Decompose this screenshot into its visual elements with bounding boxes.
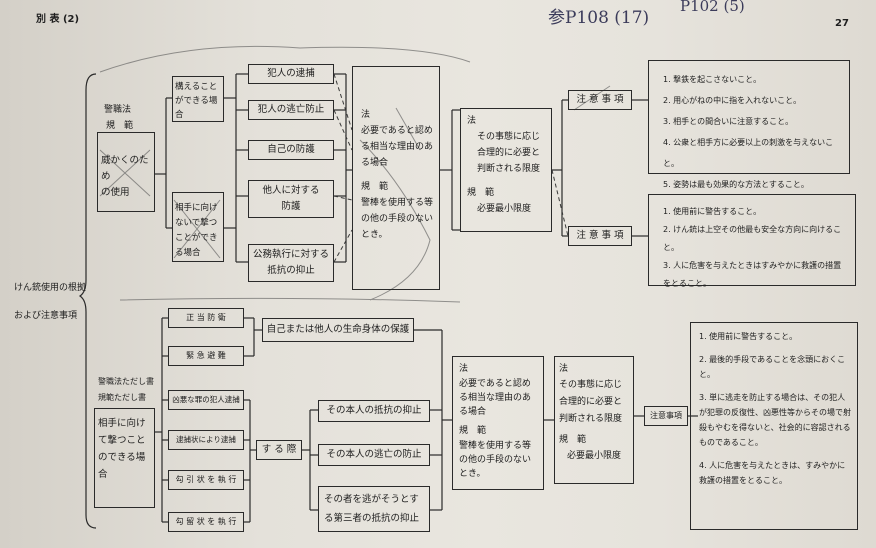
top-group-line2: 規 範 xyxy=(106,121,134,131)
bottom-note-label: 注意事項 xyxy=(644,406,688,426)
top-note2-item: 1. 使用前に警告すること。 xyxy=(663,207,762,216)
bottom-case-2: 緊 急 避 難 xyxy=(168,346,244,366)
root-label-1: けん銃使用の根拠 xyxy=(14,283,87,293)
bottom-case-4: 逮捕状により逮捕 xyxy=(168,430,244,450)
top-purpose-4: 他人に対する防護 xyxy=(248,180,334,218)
top-cond2-box: 相手に向けないで撃つことができる場合 xyxy=(172,192,224,262)
bottom-note-item: 4. 人に危害を与えたときは、すみやかに救護の措置をとること。 xyxy=(699,461,846,485)
bottom-norm2-label: 規 範 xyxy=(559,435,587,445)
bottom-note-list: 1. 使用前に警告すること。 2. 最後的手段であることを念頭におくこと。 3.… xyxy=(690,322,858,530)
bottom-group-box: 相手に向けて撃つことのできる場合 xyxy=(94,408,155,508)
bottom-law-label: 法 xyxy=(459,364,469,374)
bottom-norm-label: 規 範 xyxy=(459,426,487,436)
top-note1-item: 3. 相手との間合いに注意すること。 xyxy=(663,117,794,126)
bottom-resist-2: その本人の逃亡の防止 xyxy=(318,444,430,466)
top-note1-item: 2. 用心がねの中に指を入れないこと。 xyxy=(663,96,802,105)
top-note1-item: 5. 姿勢は最も効果的な方法とすること。 xyxy=(663,180,809,189)
top-law-box: 法 必要であると認める相当な理由のある場合 規 範 警棒を使用する等の他の手段の… xyxy=(352,66,440,290)
top-cond1-box: 構えることができる場合 xyxy=(172,76,224,122)
top-group-line1: 警職法 xyxy=(104,105,132,115)
bottom-note-item: 2. 最後的手段であることを念頭におくこと。 xyxy=(699,355,846,379)
top-note2-list: 1. 使用前に警告すること。 2. けん銃は上空その他最も安全な方向に向けること… xyxy=(648,194,856,288)
bottom-case-5: 勾 引 状 を 執 行 xyxy=(168,470,244,490)
page-number: 27 xyxy=(835,18,849,29)
bottom-case-1: 正 当 防 衛 xyxy=(168,308,244,328)
page-label: 別 表 (2) xyxy=(36,14,80,25)
top-group-text-2: の使用 xyxy=(101,187,130,198)
top-law-label: 法 xyxy=(361,110,371,120)
root-label-2: および注意事項 xyxy=(14,311,78,321)
top-norm2-label: 規 範 xyxy=(467,188,495,198)
bottom-resist-1: その本人の抵抗の抑止 xyxy=(318,400,430,422)
top-norm-text: 警棒を使用する等の他の手段のないとき。 xyxy=(361,198,434,240)
top-group-text-1: 威かくのため xyxy=(101,155,149,182)
bottom-norm2-text: 必要最小限度 xyxy=(567,451,622,461)
bottom-note-item: 3. 単に逃走を防止する場合は、その犯人が犯罪の反復性、凶悪性等からその場で射殺… xyxy=(699,393,851,447)
bottom-when: す る 際 xyxy=(256,440,302,460)
bottom-law2-box: 法 その事態に応じ合理的に必要と判断される限度 規 範 必要最小限度 xyxy=(554,356,634,484)
top-law2-label: 法 xyxy=(467,116,477,126)
bottom-case-3: 凶悪な罪の犯人逮捕 xyxy=(168,390,244,410)
top-note2-item: 2. けん銃は上空その他最も安全な方向に向けること。 xyxy=(663,225,842,252)
handwritten-note: 参P108 (17) xyxy=(548,8,650,28)
top-note2-label: 注 意 事 項 xyxy=(568,226,632,246)
bottom-law-text: 必要であると認める相当な理由のある場合 xyxy=(459,379,532,417)
top-note1-item: 1. 撃鉄を起こさないこと。 xyxy=(663,75,762,84)
top-note1-label: 注 意 事 項 xyxy=(568,90,632,110)
handwritten-note-2: P102 (5) xyxy=(680,0,745,15)
top-law2-box: 法 その事態に応じ合理的に必要と判断される限度 規 範 必要最小限度 xyxy=(460,108,552,232)
top-purpose-5: 公務執行に対する抵抗の抑止 xyxy=(248,244,334,282)
bottom-self-protect: 自己または他人の生命身体の保護 xyxy=(262,318,414,342)
bottom-law2-label: 法 xyxy=(559,364,569,374)
bottom-norm-text: 警棒を使用する等の他の手段のないとき。 xyxy=(459,441,532,479)
bottom-law2-text: その事態に応じ合理的に必要と判断される限度 xyxy=(559,380,623,424)
top-purpose-2: 犯人の逃亡防止 xyxy=(248,100,334,120)
top-purpose-1: 犯人の逮捕 xyxy=(248,64,334,84)
top-norm-label: 規 範 xyxy=(361,182,389,192)
top-note1-list: 1. 撃鉄を起こさないこと。 2. 用心がねの中に指を入れないこと。 3. 相手… xyxy=(648,60,850,189)
top-norm2-text: 必要最小限度 xyxy=(477,204,532,214)
top-note2-item: 3. 人に危害を与えたときはすみやかに救護の措置をとること。 xyxy=(663,261,842,288)
bottom-resist-3: その者を逃がそうとする第三者の抵抗の抑止 xyxy=(318,486,430,532)
top-purpose-3: 自己の防護 xyxy=(248,140,334,160)
top-group-box: 威かくのため の使用 xyxy=(97,132,155,212)
bottom-case-6: 勾 留 状 を 執 行 xyxy=(168,512,244,532)
top-note1-item: 4. 公衆と相手方に必要以上の刺激を与えないこと。 xyxy=(663,138,834,168)
bottom-law-box: 法 必要であると認める相当な理由のある場合 規 範 警棒を使用する等の他の手段の… xyxy=(452,356,544,490)
bottom-group-line1: 警職法ただし書 xyxy=(98,377,154,386)
top-law-text: 必要であると認める相当な理由のある場合 xyxy=(361,126,434,168)
top-law2-text: その事態に応じ合理的に必要と判断される限度 xyxy=(477,132,541,174)
bottom-group-line2: 規範ただし書 xyxy=(98,393,146,402)
bottom-note-item: 1. 使用前に警告すること。 xyxy=(699,332,798,341)
